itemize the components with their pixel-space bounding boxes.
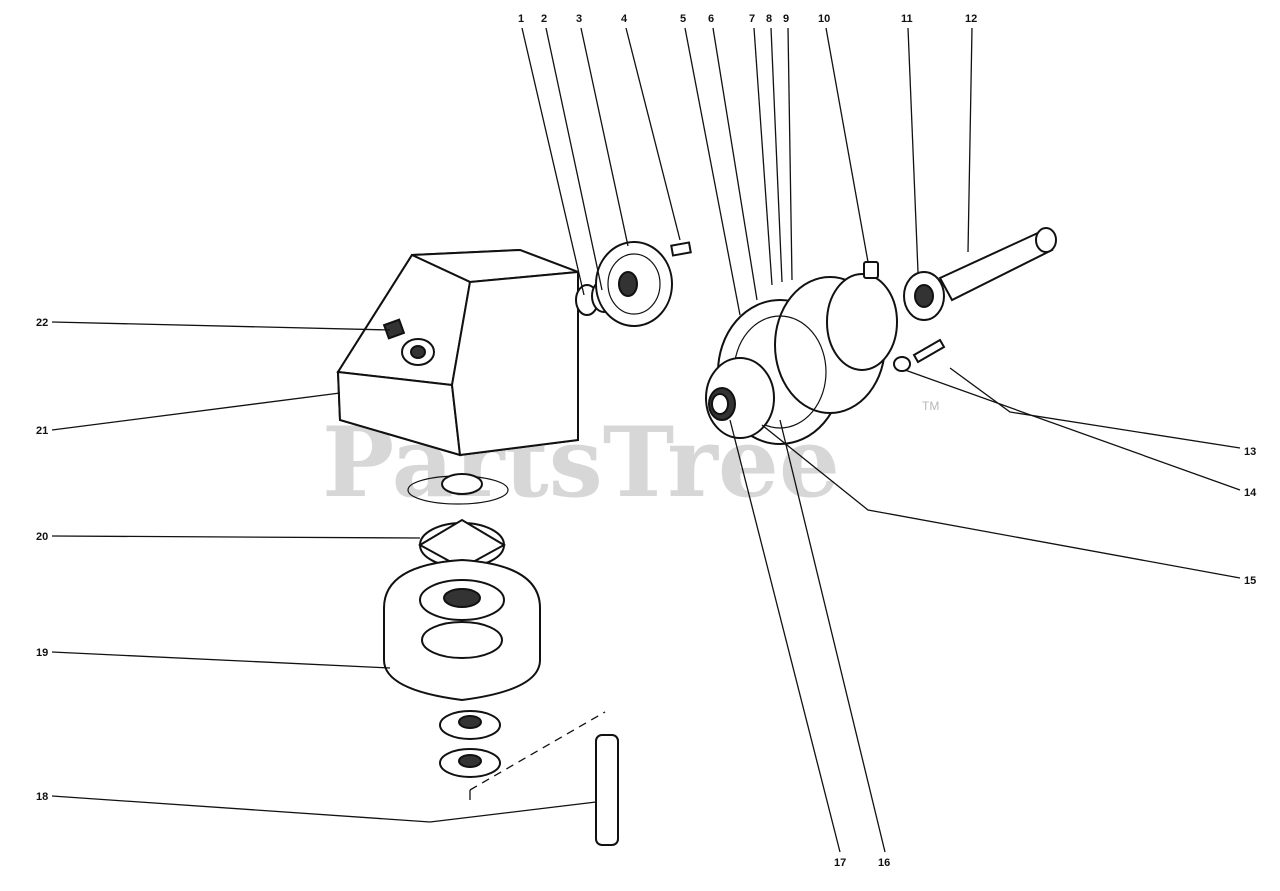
callout-6: 6 bbox=[708, 13, 714, 25]
callout-7: 7 bbox=[749, 13, 755, 25]
output-assembly bbox=[383, 473, 619, 846]
callout-4: 4 bbox=[621, 13, 628, 25]
leader-lines bbox=[51, 27, 1241, 853]
callout-3: 3 bbox=[576, 13, 582, 25]
callout-1: 1 bbox=[518, 13, 524, 25]
callout-19: 19 bbox=[36, 647, 48, 659]
callout-16: 16 bbox=[878, 857, 890, 869]
callout-14: 14 bbox=[1244, 487, 1257, 499]
callout-20: 20 bbox=[36, 531, 48, 543]
callout-10: 10 bbox=[818, 13, 830, 25]
callout-8: 8 bbox=[766, 13, 772, 25]
callout-18: 18 bbox=[36, 791, 48, 803]
callout-9: 9 bbox=[783, 13, 789, 25]
input-housing-assembly bbox=[705, 227, 1057, 445]
callout-17: 17 bbox=[834, 857, 846, 869]
callout-13: 13 bbox=[1244, 446, 1256, 458]
callout-11: 11 bbox=[901, 13, 913, 25]
gearbox-housing bbox=[336, 248, 579, 457]
callout-22: 22 bbox=[36, 317, 48, 329]
watermark-tm: TM bbox=[922, 399, 939, 413]
callout-12: 12 bbox=[965, 13, 977, 25]
callout-labels: 1 2 3 4 5 6 7 8 9 10 11 12 13 14 15 16 1… bbox=[36, 13, 1257, 869]
callout-21: 21 bbox=[36, 425, 48, 437]
bevel-gear-assembly bbox=[575, 241, 692, 327]
callout-5: 5 bbox=[680, 13, 686, 25]
callout-2: 2 bbox=[541, 13, 547, 25]
callout-15: 15 bbox=[1244, 575, 1256, 587]
